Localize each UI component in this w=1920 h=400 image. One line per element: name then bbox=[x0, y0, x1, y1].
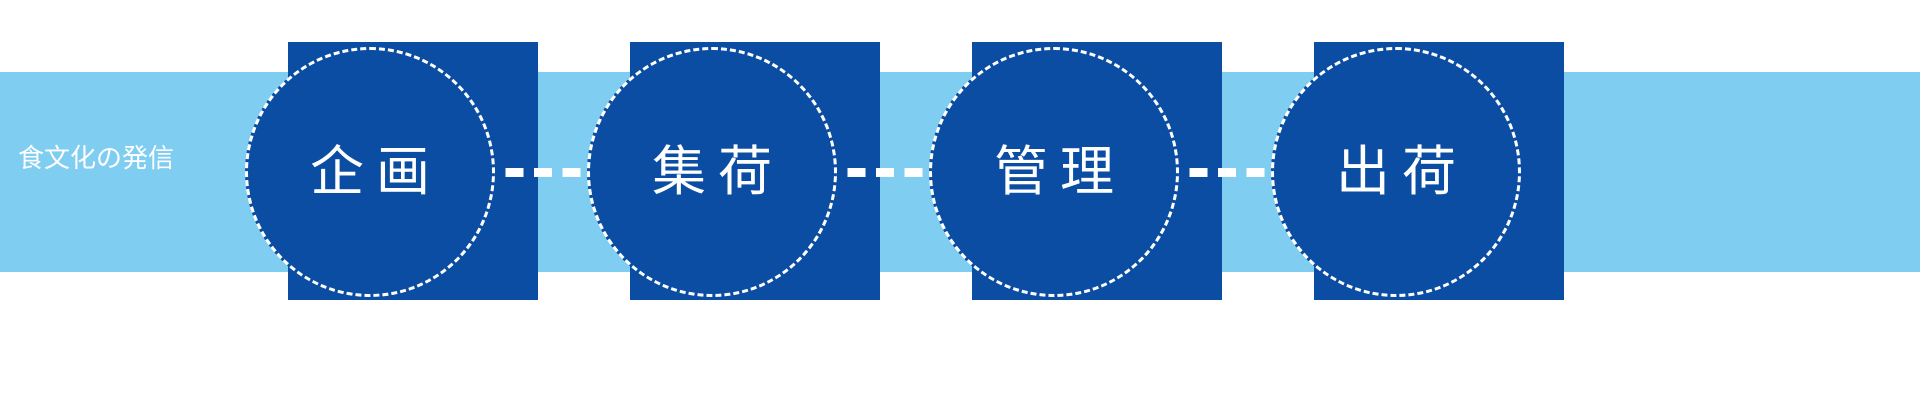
step-label-2: 集荷 bbox=[652, 140, 784, 203]
step-node-3[interactable]: 管理 bbox=[929, 47, 1179, 297]
step-node-4[interactable]: 出荷 bbox=[1271, 47, 1521, 297]
step-node-2[interactable]: 集荷 bbox=[587, 47, 837, 297]
step-label-4: 出荷 bbox=[1336, 140, 1468, 203]
step-label-3: 管理 bbox=[994, 140, 1126, 203]
step-node-1[interactable]: 企画 bbox=[245, 47, 495, 297]
flow-caption: 食文化の発信 bbox=[18, 144, 175, 174]
step-label-1: 企画 bbox=[310, 140, 442, 203]
